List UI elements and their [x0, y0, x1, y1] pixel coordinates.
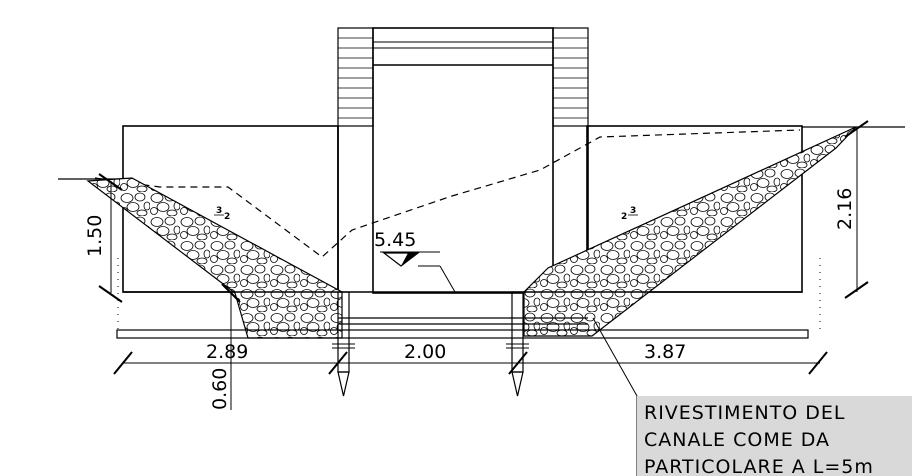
central-channel [372, 27, 554, 294]
note-line-3: PARTICOLARE A L=5m [644, 456, 874, 476]
slope-ratio-right: 2 3 [621, 206, 638, 222]
right-riprap-slope [523, 126, 857, 337]
dimension-1-50 [98, 173, 123, 303]
left-hatched-wall [337, 27, 374, 127]
note-box [637, 396, 912, 476]
slope-ratio-left: 3 2 [214, 206, 230, 222]
left-pile [332, 291, 355, 397]
note-line-2: CANALE COME DA [644, 429, 830, 451]
water-level-marker [380, 251, 456, 293]
dimension-3-87-label: 3.87 [644, 341, 686, 363]
dimension-2-16-label: 2.16 [834, 188, 856, 230]
right-hatched-wall [552, 27, 589, 127]
note-leader-line [592, 317, 638, 476]
dimension-0-60-label: 0.60 [209, 368, 231, 410]
dimension-2-89-label: 2.89 [206, 341, 248, 363]
dimension-2-00-label: 2.00 [404, 341, 446, 363]
water-level-label: 5.45 [374, 229, 416, 251]
dimension-0-60 [221, 283, 241, 410]
existing-terrain-dashed [94, 129, 801, 258]
note-line-1: RIVESTIMENTO DEL [644, 402, 846, 424]
dimension-2-16 [844, 120, 869, 299]
svg-text:3: 3 [216, 206, 222, 216]
svg-text:2: 2 [224, 212, 230, 222]
base-slab [116, 329, 809, 339]
right-pile [506, 291, 529, 397]
left-riprap-slope [86, 177, 343, 339]
dimension-1-50-label: 1.50 [84, 215, 106, 257]
svg-text:2: 2 [621, 212, 627, 222]
svg-text:3: 3 [630, 206, 636, 216]
base-dimension-line [113, 351, 828, 375]
